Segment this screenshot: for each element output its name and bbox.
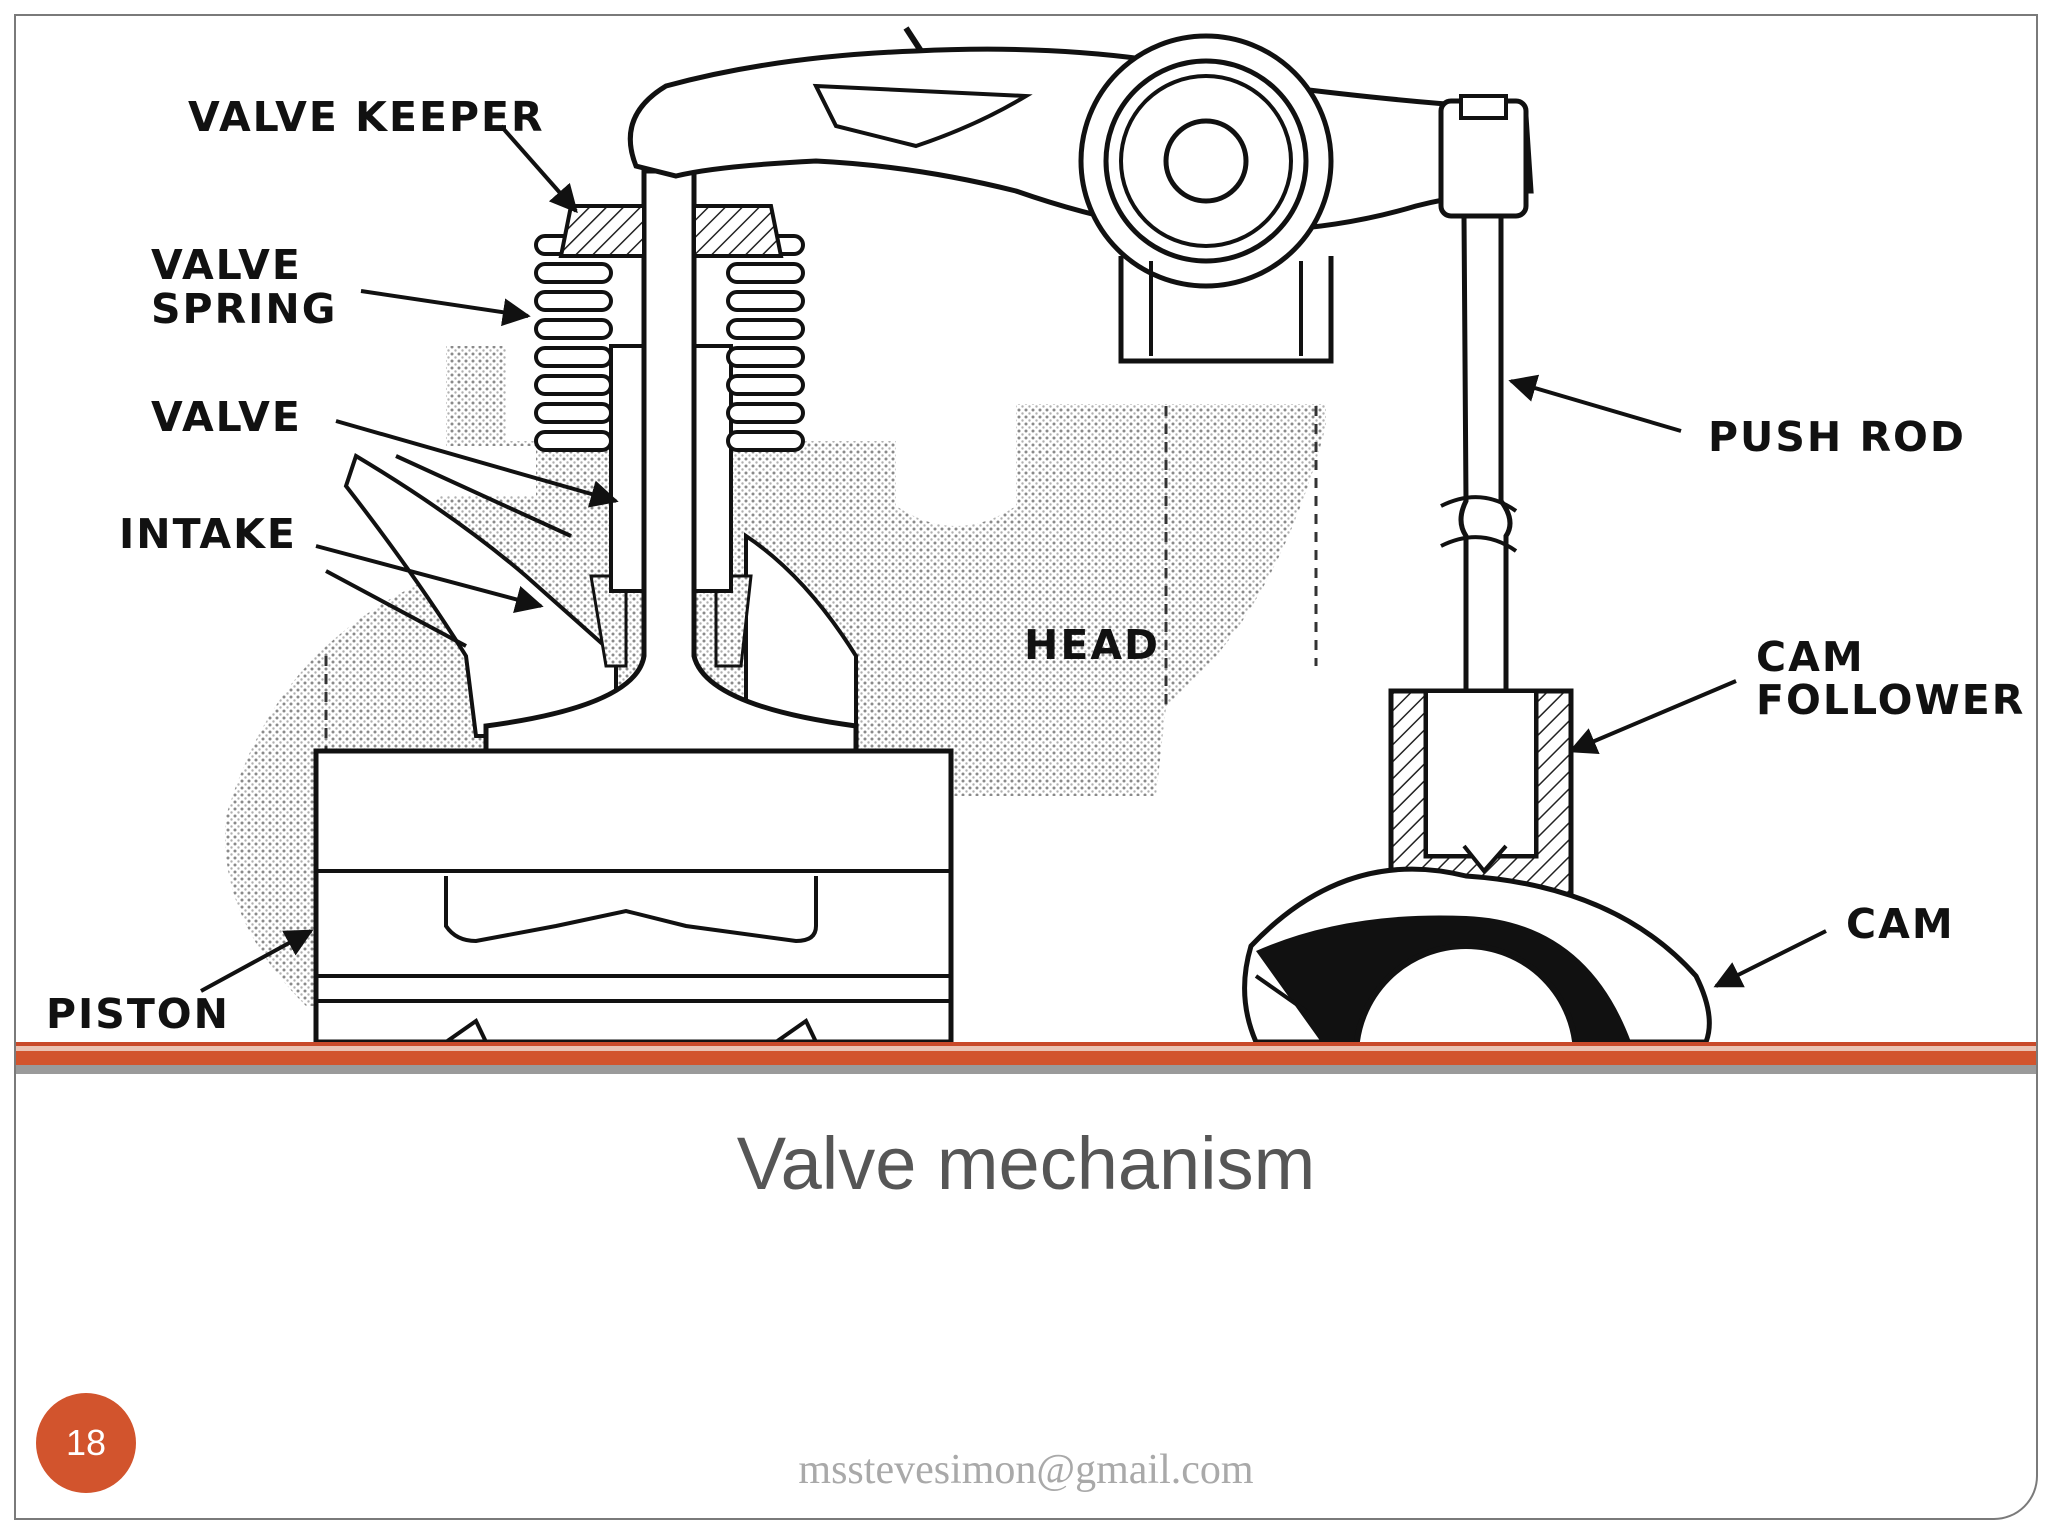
valve-spring-right — [726, 234, 805, 452]
label-valve-spring-line2: SPRING — [151, 285, 337, 333]
label-cam-follower-line1: CAM — [1756, 633, 1865, 681]
label-valve: VALVE — [151, 393, 302, 441]
label-push-rod: PUSH ROD — [1708, 413, 1966, 461]
valve-keeper — [558, 204, 784, 258]
slide-number-badge: 18 — [36, 1393, 136, 1493]
divider-rule-gray — [16, 1065, 2036, 1074]
label-cam-follower-line2: FOLLOWER — [1756, 676, 2025, 724]
exhaust-port — [744, 532, 858, 738]
valve-seat-right — [714, 574, 753, 668]
rocker-arm-slot — [812, 83, 1033, 149]
divider-rule-accent — [16, 1051, 2036, 1065]
leader-lines — [200, 124, 1827, 993]
cam-lobe-profile — [1256, 915, 1631, 1042]
slide-number: 18 — [65, 1422, 107, 1463]
piston — [313, 748, 954, 1042]
label-piston: PISTON — [46, 990, 230, 1038]
label-cam: CAM — [1846, 900, 1955, 948]
rocker-support — [1118, 256, 1334, 364]
divider-rule-top — [16, 1042, 2036, 1046]
label-head: HEAD — [1024, 621, 1160, 669]
label-valve-keeper: VALVE KEEPER — [188, 93, 545, 141]
valve-spring-left — [534, 234, 613, 452]
footer-email: msstevesimon@gmail.com — [798, 1447, 1254, 1493]
valve-mechanism-diagram: VALVE KEEPER VALVE SPRING VALVE INTAKE H… — [46, 26, 2025, 1042]
camshaft — [1353, 943, 1579, 1042]
slide: VALVE KEEPER VALVE SPRING VALVE INTAKE H… — [14, 14, 2038, 1520]
label-intake: INTAKE — [119, 510, 297, 558]
label-valve-spring-line1: VALVE — [151, 241, 302, 289]
slide-title: Valve mechanism — [736, 1122, 1316, 1205]
divider-rule-light — [16, 1046, 2036, 1051]
